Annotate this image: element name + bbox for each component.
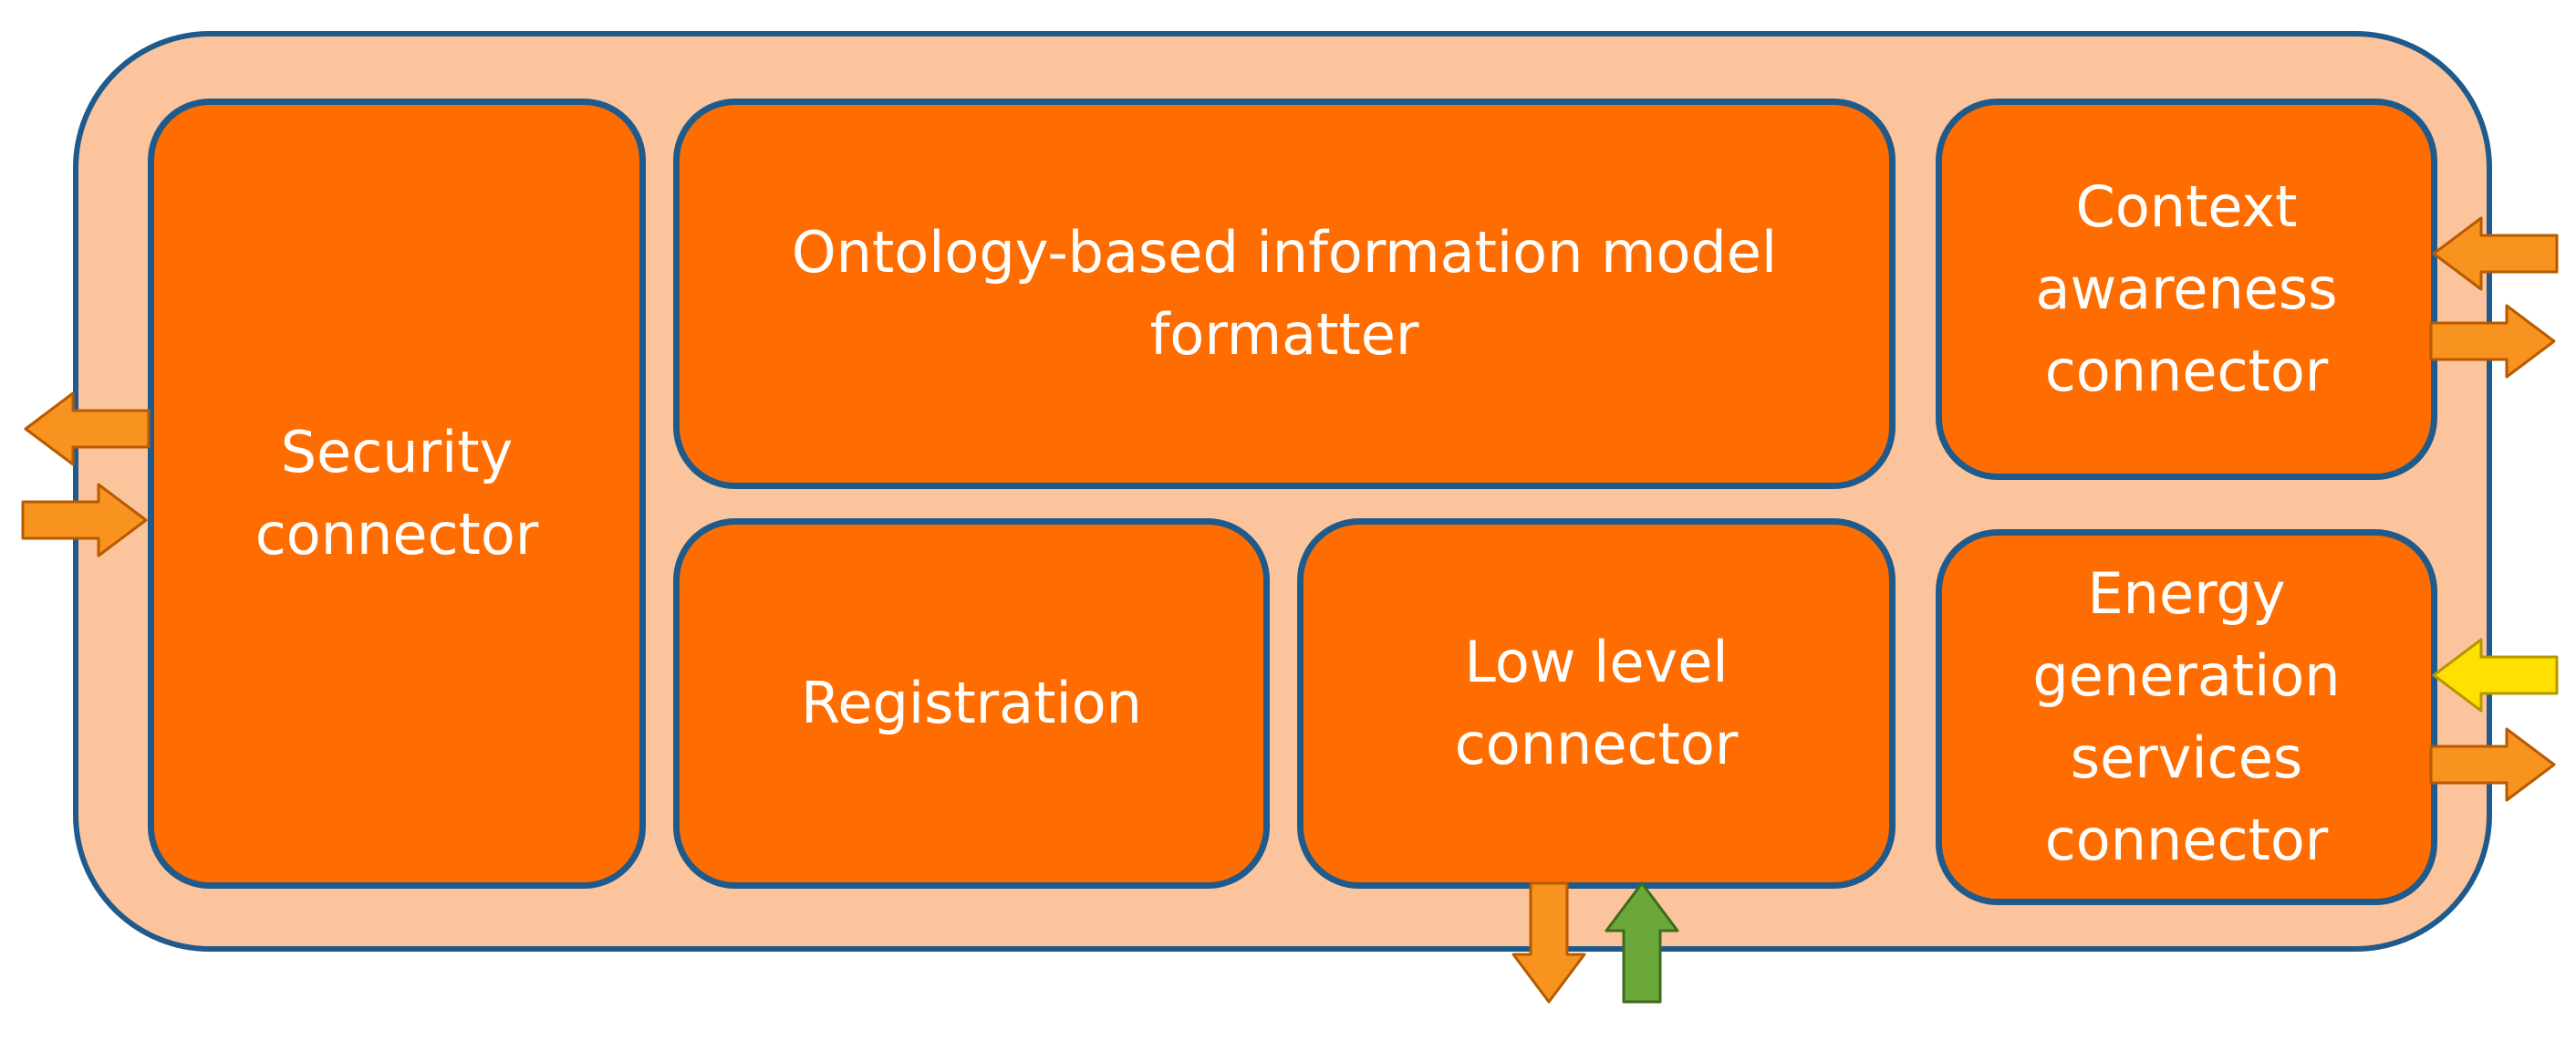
lowlevel-input-arrow-up-icon: [1605, 881, 1679, 1004]
energy-output-arrow-right-icon: [2429, 727, 2556, 802]
energy-generation-services-connector-label: Energy generation services connector: [2032, 560, 2341, 873]
low-level-connector-block: Low level connector: [1297, 518, 1896, 889]
ontology-formatter-label: Ontology-based information model formatt…: [791, 219, 1778, 368]
context-awareness-connector-block: Context awareness connector: [1936, 99, 2437, 480]
context-input-arrow-left-icon: [2432, 216, 2559, 291]
ontology-formatter-block: Ontology-based information model formatt…: [673, 99, 1896, 489]
security-connector-block: Security connector: [148, 99, 646, 889]
energy-generation-services-connector-block: Energy generation services connector: [1936, 529, 2437, 905]
context-awareness-connector-label: Context awareness connector: [2035, 173, 2338, 404]
security-connector-label: Security connector: [254, 419, 539, 568]
security-input-arrow-left-icon: [24, 391, 151, 466]
registration-label: Registration: [801, 670, 1142, 736]
lowlevel-output-arrow-down-icon: [1511, 881, 1586, 1004]
energy-input-arrow-left-icon: [2432, 638, 2559, 713]
context-output-arrow-right-icon: [2429, 304, 2556, 379]
registration-block: Registration: [673, 518, 1270, 889]
security-output-arrow-right-icon: [21, 483, 148, 557]
low-level-connector-label: Low level connector: [1454, 629, 1739, 777]
